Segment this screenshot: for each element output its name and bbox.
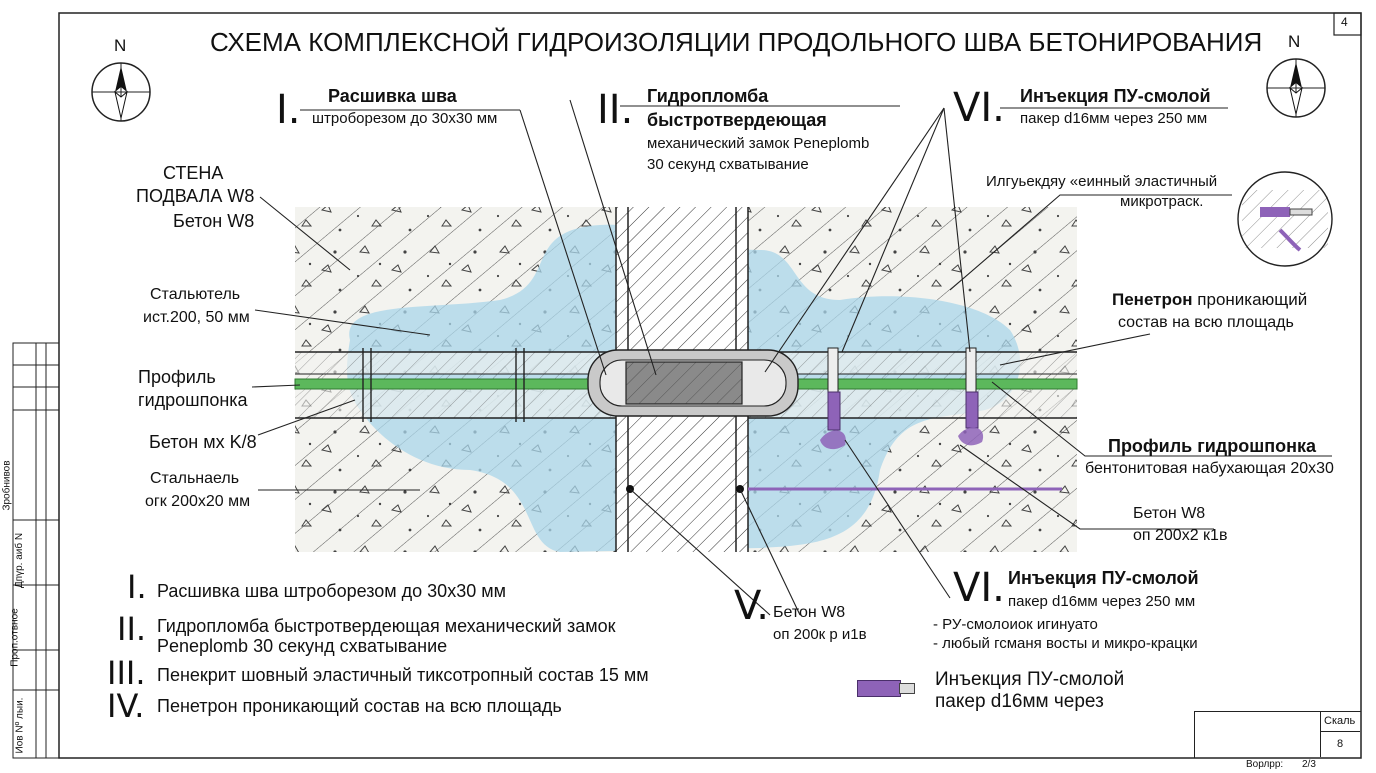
penetron-line-2: состав на всю площадь	[1118, 314, 1294, 331]
side-stamp-3: Дпүр. аиб N	[14, 532, 26, 589]
callout-6b-bullet-1: - РУ-смолоиок игинуато	[933, 616, 1098, 633]
title-block	[1194, 711, 1361, 758]
north-arrow-right	[1266, 58, 1326, 118]
callout-1-title: Расшивка шва	[328, 86, 457, 106]
callout-6-roman: VI.	[953, 85, 1005, 131]
legend-2-text-2: Peneplomb 30 секунд схватывание	[157, 636, 448, 656]
callout-2-sub-2: 30 секунд схватывание	[647, 156, 809, 173]
callout-6b-bullet-2: - любый гсманя восты и микро-крацки	[933, 635, 1198, 652]
beton-right-line-2: оп 200х2 к1в	[1133, 527, 1228, 544]
leader-lines	[251, 99, 1332, 616]
callout-2-roman: II.	[597, 87, 634, 133]
packer-2	[958, 347, 984, 446]
callout-6b-sub: пакер d16мм через 250 мм	[1008, 593, 1196, 610]
legend-1-roman: I.	[127, 568, 147, 606]
injection-legend-swatch	[857, 680, 901, 697]
callout-5-line-1: Бетон W8	[773, 604, 846, 621]
callout-1-sub: штроборезом до 30х30 мм	[312, 110, 498, 127]
beton-mx-label: Бетон мх K/8	[149, 432, 257, 452]
footer-value: 2/3	[1302, 759, 1316, 770]
legend-4-text: Пенетрон проникающий состав на всю площа…	[157, 696, 562, 716]
micro-crack-line-2: микротраск.	[1120, 193, 1204, 210]
legend-3-text: Пенекрит шовный эластичный тиксотропный …	[157, 665, 649, 685]
side-stamp-column	[12, 342, 60, 759]
title-block-scale-cell	[1320, 711, 1361, 757]
profile-right-sub: бентонитовая набухающая 20х30	[1085, 460, 1334, 477]
side-stamp-2: Проп.отвное	[9, 608, 21, 667]
legend-2-roman: II.	[117, 610, 147, 648]
steel-2-label-2: огк 200х20 мм	[145, 493, 251, 510]
wall-label-3: Бетон W8	[173, 211, 255, 231]
injection-legend-line-1: Инъекция ПУ-смолой	[935, 669, 1125, 690]
scale-label: Скаль	[1324, 715, 1356, 727]
profile-label-2: гидрошпонка	[138, 390, 248, 410]
hydroplug	[587, 349, 799, 417]
north-label-right: N	[1288, 32, 1301, 51]
penetron-title: Пенетрон	[1112, 290, 1193, 309]
sheet-number: 4	[1341, 15, 1348, 29]
micro-crack-line-1: Илгуьекдяу «еинный эластичный	[986, 173, 1218, 190]
callout-6b-roman: VI.	[953, 565, 1005, 611]
callout-6b-title: Инъекция ПУ-смолой	[1008, 568, 1199, 588]
beton-right-line-1: Бетон W8	[1133, 505, 1206, 522]
callout-5-line-2: оп 200к р и1в	[773, 626, 867, 643]
penetron-label: Пенетрон проникающий	[1112, 290, 1308, 310]
callout-5-roman: V.	[734, 583, 769, 629]
footer-label: Ворлрр:	[1246, 759, 1284, 770]
legend-3-roman: III.	[107, 654, 146, 692]
callout-2-title-1: Гидропломба	[647, 86, 769, 106]
profile-label-1: Профиль	[138, 367, 216, 387]
sheet-number-box	[1333, 12, 1362, 36]
penetron-rest: проникающий	[1197, 290, 1308, 309]
steel-1-label-1: Стальютель	[150, 286, 241, 303]
callout-6-sub: пакер d16мм через 250 мм	[1020, 110, 1208, 127]
crack-detail-circle	[1237, 171, 1333, 267]
steel-2-label-1: Стальнаель	[150, 470, 240, 487]
wall-label-2: ПОДВАЛА W8	[136, 186, 255, 206]
wall-label-1: СТЕНА	[163, 163, 224, 183]
steel-1-label-2: ист.200, 50 мм	[143, 309, 250, 326]
legend-2-text: Гидропломба быстротвердеющая механически…	[157, 616, 616, 636]
side-stamp-1: Иов Nº лыи.	[14, 697, 26, 754]
north-label-left: N	[114, 36, 127, 55]
title-block-divider	[1320, 731, 1360, 732]
page-title: СХЕМА КОМПЛЕКСНОЙ ГИДРОИЗОЛЯЦИИ ПРОДОЛЬН…	[210, 27, 1263, 57]
injection-legend-nozzle	[899, 683, 915, 694]
callout-2-title-2: быстротвердеющая	[647, 110, 827, 130]
callout-1-roman: I.	[276, 87, 301, 133]
scale-value: 8	[1337, 738, 1344, 750]
north-arrow-left	[91, 62, 151, 122]
callout-2-sub-1: механический замок Peneplomb	[647, 135, 870, 152]
callout-6-title: Инъекция ПУ-смолой	[1020, 86, 1211, 106]
left-anchors	[362, 348, 525, 422]
side-stamp-4: Зробнивов	[1, 460, 13, 511]
injection-legend-line-2: пакер d16мм через	[935, 691, 1104, 712]
legend-1-text: Расшивка шва штроборезом до 30х30 мм	[157, 581, 506, 601]
packer-1	[820, 347, 846, 450]
profile-right-title: Профиль гидрошпонка	[1108, 436, 1316, 456]
legend-4-roman: IV.	[107, 687, 145, 725]
